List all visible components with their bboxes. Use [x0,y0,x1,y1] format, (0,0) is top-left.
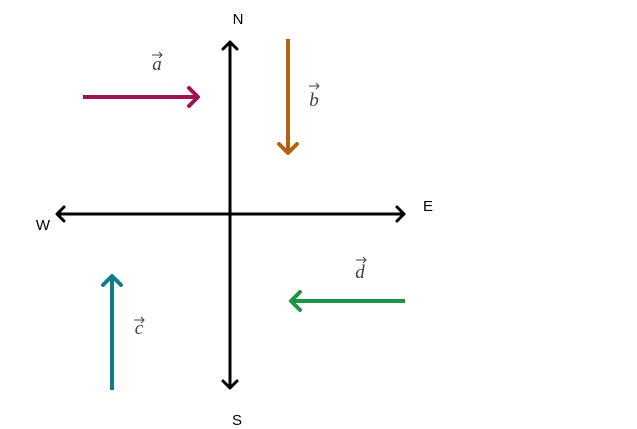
vector-d-arrowhead [289,290,302,312]
vector-a-label: a [152,54,162,75]
vector-b: b [277,39,320,155]
vector-b-overarrow-icon [309,82,320,90]
vector-d-label: d [355,262,365,283]
north-arrowhead [221,40,239,51]
vector-c-label: c [135,318,144,339]
south-label: S [232,412,242,429]
vector-d: d [289,256,405,312]
east-label: E [423,198,433,215]
vector-c: c [101,274,145,390]
north-label: N [233,11,244,28]
vector-a-arrowhead [187,86,200,108]
west-arrowhead [55,205,66,223]
vector-d-overarrow-icon [356,256,367,264]
vector-b-arrowhead [277,142,299,155]
west-label: W [36,217,51,234]
vector-b-label: b [309,90,319,111]
south-arrowhead [221,379,239,390]
vector-c-arrowhead [101,274,123,287]
vector-c-overarrow-icon [134,316,145,324]
east-arrowhead [395,205,406,223]
vector-a: a [83,51,200,108]
compass-axes [55,40,406,390]
vector-a-overarrow-icon [152,51,163,59]
